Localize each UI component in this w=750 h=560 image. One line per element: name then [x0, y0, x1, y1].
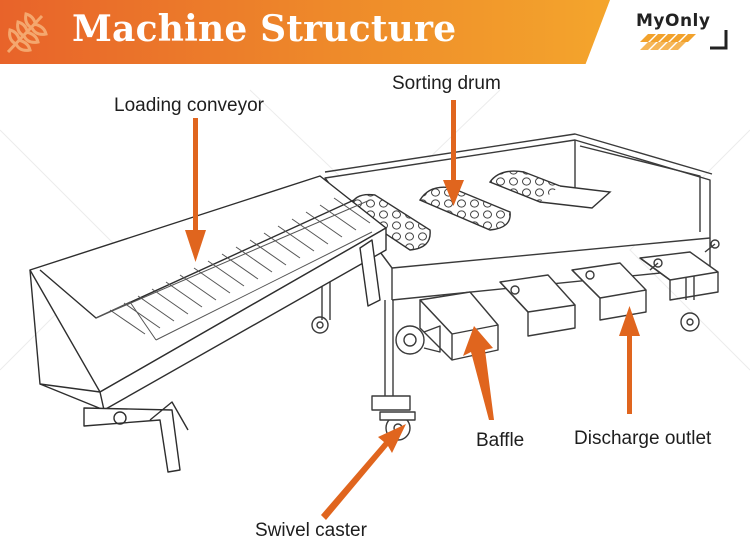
label-baffle: Baffle: [476, 430, 525, 451]
label-discharge-outlet: Discharge outlet: [574, 428, 712, 449]
header: Machine Structure MyOnly: [0, 0, 750, 64]
brand-name: MyOnly: [636, 11, 711, 31]
title-banner: Machine Structure: [0, 0, 610, 64]
sorting-drums: [349, 170, 612, 251]
label-loading-conveyor: Loading conveyor: [114, 95, 264, 116]
brand-logo: MyOnly: [626, 4, 746, 60]
label-sorting-drum: Sorting drum: [392, 73, 501, 94]
discharge-chutes: [419, 251, 719, 361]
page-title: Machine Structure: [72, 8, 457, 50]
machine-diagram: [0, 89, 750, 520]
label-swivel-caster: Swivel caster: [255, 520, 367, 541]
loading-conveyor-drawing: [29, 175, 387, 473]
wheat-icon: [6, 12, 48, 54]
logo-mark: [640, 30, 728, 50]
